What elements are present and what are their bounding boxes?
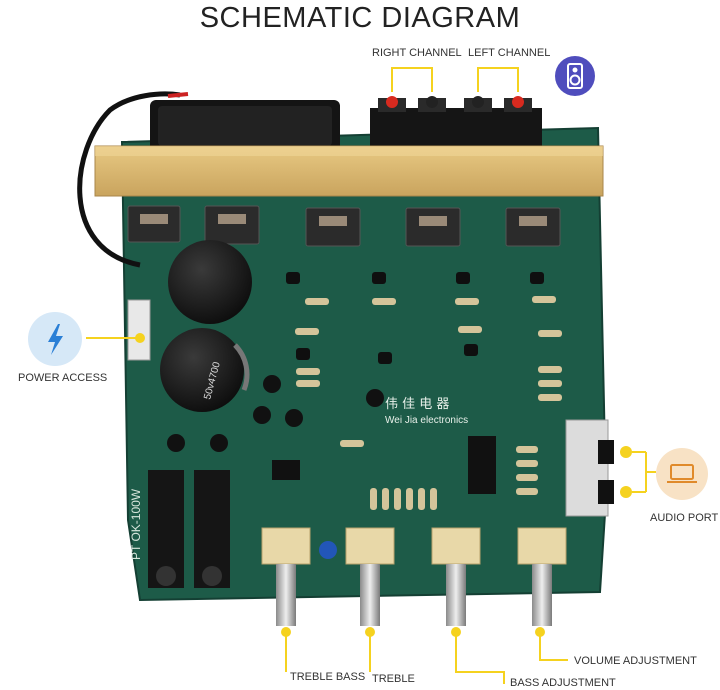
board-brand-chinese: 伟 佳 电 器 (385, 397, 449, 412)
right-channel-label: RIGHT CHANNEL (372, 47, 462, 59)
lightning-icon (28, 312, 82, 366)
treble-label: TREBLE (372, 673, 415, 685)
power-connector (127, 299, 151, 361)
left-channel-label: LEFT CHANNEL (468, 47, 551, 59)
board-brand-english: Wei Jia electronics (385, 415, 468, 426)
op-amp-ic (468, 436, 496, 494)
audio-jacks (148, 470, 230, 588)
audio-port-label: AUDIO PORT (650, 512, 719, 524)
speaker-icon (555, 56, 595, 96)
power-access-label: POWER ACCESS (18, 372, 108, 384)
board-model: PT OK-100W (129, 488, 143, 560)
laptop-icon (656, 448, 708, 500)
potentiometers (261, 527, 567, 626)
speaker-terminal-block (370, 108, 542, 152)
driver-transistors (286, 272, 544, 364)
filter-capacitors (160, 240, 252, 412)
small-capacitors (167, 375, 384, 559)
callout-dots (135, 333, 545, 637)
page-title: SCHEMATIC DIAGRAM (199, 2, 521, 34)
treble-bass-label: TREBLE BASS (290, 671, 366, 683)
callout-lines (86, 67, 656, 684)
volume-adjustment-label: VOLUME ADJUSTMENT (574, 655, 697, 667)
power-cable (77, 91, 181, 268)
bass-adjustment-label: BASS ADJUSTMENT (510, 677, 616, 689)
resistors (295, 296, 562, 510)
speaker-terminals (378, 96, 532, 112)
small-ic (272, 460, 300, 480)
